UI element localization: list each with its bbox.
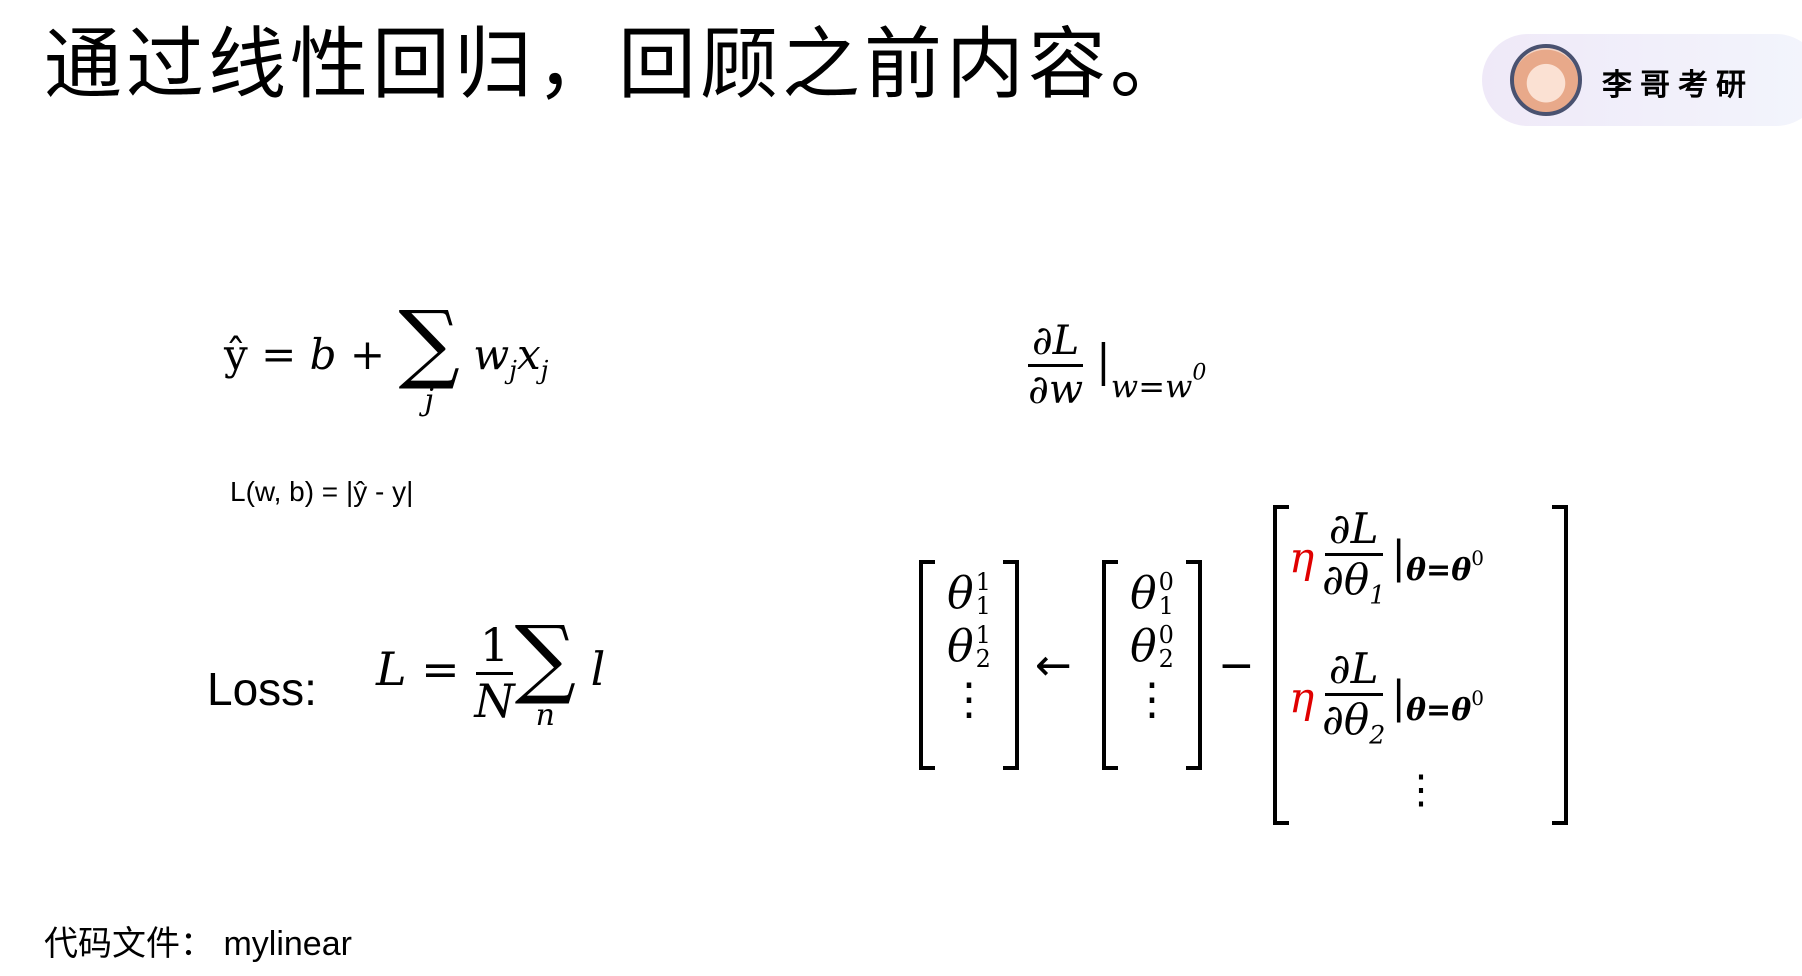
sub: 2 bbox=[975, 645, 991, 674]
x-sub: j bbox=[540, 355, 549, 385]
fraction: ∂L∂w bbox=[1028, 318, 1084, 413]
numerator: ∂L bbox=[1324, 504, 1383, 557]
theta: θ bbox=[947, 620, 974, 672]
brand-badge: 李哥考研 bbox=[1482, 34, 1802, 126]
sup: 1 bbox=[975, 621, 991, 650]
sup: 0 bbox=[1158, 568, 1174, 597]
learning-rate: η bbox=[1289, 673, 1315, 723]
sub: 1 bbox=[1369, 580, 1386, 610]
sup: 1 bbox=[975, 568, 991, 597]
summation: ∑j bbox=[398, 293, 460, 418]
eval-sup: 0 bbox=[1471, 545, 1484, 570]
sub: 1 bbox=[1158, 592, 1174, 621]
denominator: N bbox=[474, 673, 515, 728]
eval-point: w=w bbox=[1110, 367, 1193, 406]
sum-index: n bbox=[535, 698, 555, 733]
sum-index: j bbox=[424, 383, 434, 418]
theta: θ bbox=[1130, 568, 1157, 619]
theta: θ bbox=[947, 568, 974, 619]
vdots: ⋮ bbox=[947, 673, 991, 725]
sup: 0 bbox=[1158, 621, 1174, 650]
brand-name: 李哥考研 bbox=[1602, 68, 1754, 103]
single-loss: L(w, b) = |ŷ - y| bbox=[230, 476, 414, 507]
model-formula: ŷ = b + ∑j wjxj bbox=[224, 300, 548, 416]
assign-arrow: ← bbox=[1035, 640, 1072, 691]
numerator: 1 bbox=[475, 618, 514, 675]
code-file-label: 代码文件： bbox=[44, 925, 214, 963]
denominator: ∂θ bbox=[1322, 695, 1370, 745]
w-term: w bbox=[473, 330, 510, 379]
model-eq: = b + bbox=[261, 330, 386, 379]
eval-sup: 0 bbox=[1471, 685, 1484, 710]
slide-title: 通过线性回归，回顾之前内容。 bbox=[44, 20, 1193, 110]
eval-sup: 0 bbox=[1192, 360, 1207, 386]
sub: 1 bbox=[975, 592, 991, 621]
theta: θ bbox=[1130, 620, 1157, 672]
summation: ∑n bbox=[514, 608, 576, 733]
loss-lhs: L = bbox=[376, 642, 460, 696]
eval-point: θ=θ bbox=[1406, 693, 1472, 729]
y-hat: ŷ bbox=[224, 330, 248, 379]
sub: 2 bbox=[1369, 720, 1386, 750]
avatar bbox=[1510, 44, 1582, 116]
gradient-formula: ∂L∂w |w=w0 bbox=[1028, 318, 1207, 413]
loss-term: l bbox=[590, 642, 606, 696]
eval-point: θ=θ bbox=[1406, 553, 1472, 589]
learning-rate: η bbox=[1289, 533, 1315, 583]
numerator: ∂L bbox=[1028, 318, 1084, 367]
loss-label: Loss: bbox=[207, 663, 317, 715]
code-file-line: 代码文件： mylinear bbox=[44, 916, 352, 965]
minus-sign: − bbox=[1218, 640, 1255, 691]
w-sub: j bbox=[509, 355, 517, 385]
vdots: ⋮ bbox=[1130, 673, 1174, 725]
numerator: ∂L bbox=[1324, 644, 1383, 697]
x-term: x bbox=[516, 330, 541, 379]
vdots: ⋮ bbox=[1401, 767, 1441, 813]
denominator: ∂w bbox=[1028, 367, 1084, 413]
code-file-name: mylinear bbox=[223, 925, 352, 963]
sub: 2 bbox=[1158, 645, 1174, 674]
denominator: ∂θ bbox=[1322, 555, 1370, 605]
